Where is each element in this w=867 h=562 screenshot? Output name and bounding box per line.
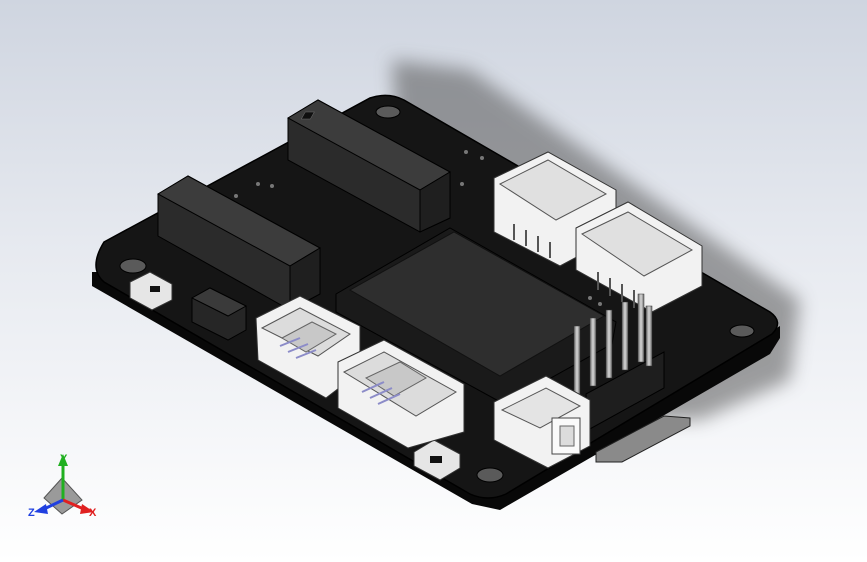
jst-connector-4[interactable] — [575, 201, 703, 313]
switch-left[interactable] — [129, 271, 173, 311]
header-socket-holes — [300, 111, 315, 120]
header-pins — [573, 293, 653, 395]
connector-pins — [513, 224, 551, 258]
mounting-hole-bottom — [476, 467, 504, 483]
connector-pins — [597, 272, 635, 308]
y-axis-label: Y — [60, 453, 68, 465]
x-axis-arrow — [80, 504, 94, 514]
mounting-hole-top — [375, 105, 401, 119]
x-axis-label: X — [89, 507, 97, 519]
female-header-top[interactable] — [286, 99, 452, 233]
female-header-left[interactable] — [156, 175, 322, 311]
sd-card-slot — [595, 415, 691, 463]
mounting-hole-left — [119, 258, 147, 274]
mounting-hole-right — [729, 324, 755, 338]
connector-pins — [279, 337, 317, 359]
pcb-vias — [234, 150, 602, 306]
z-axis-label: Z — [28, 507, 35, 519]
y-axis-arrow — [58, 454, 68, 466]
z-axis-arrow — [34, 504, 48, 514]
connector-pins — [361, 381, 401, 405]
jst-connector-2[interactable] — [337, 339, 465, 449]
jst-connector-1[interactable] — [255, 295, 361, 399]
coordinate-triad: Y X Z — [28, 453, 97, 519]
jst-connector-5[interactable] — [493, 375, 591, 469]
buzzer — [190, 287, 248, 341]
